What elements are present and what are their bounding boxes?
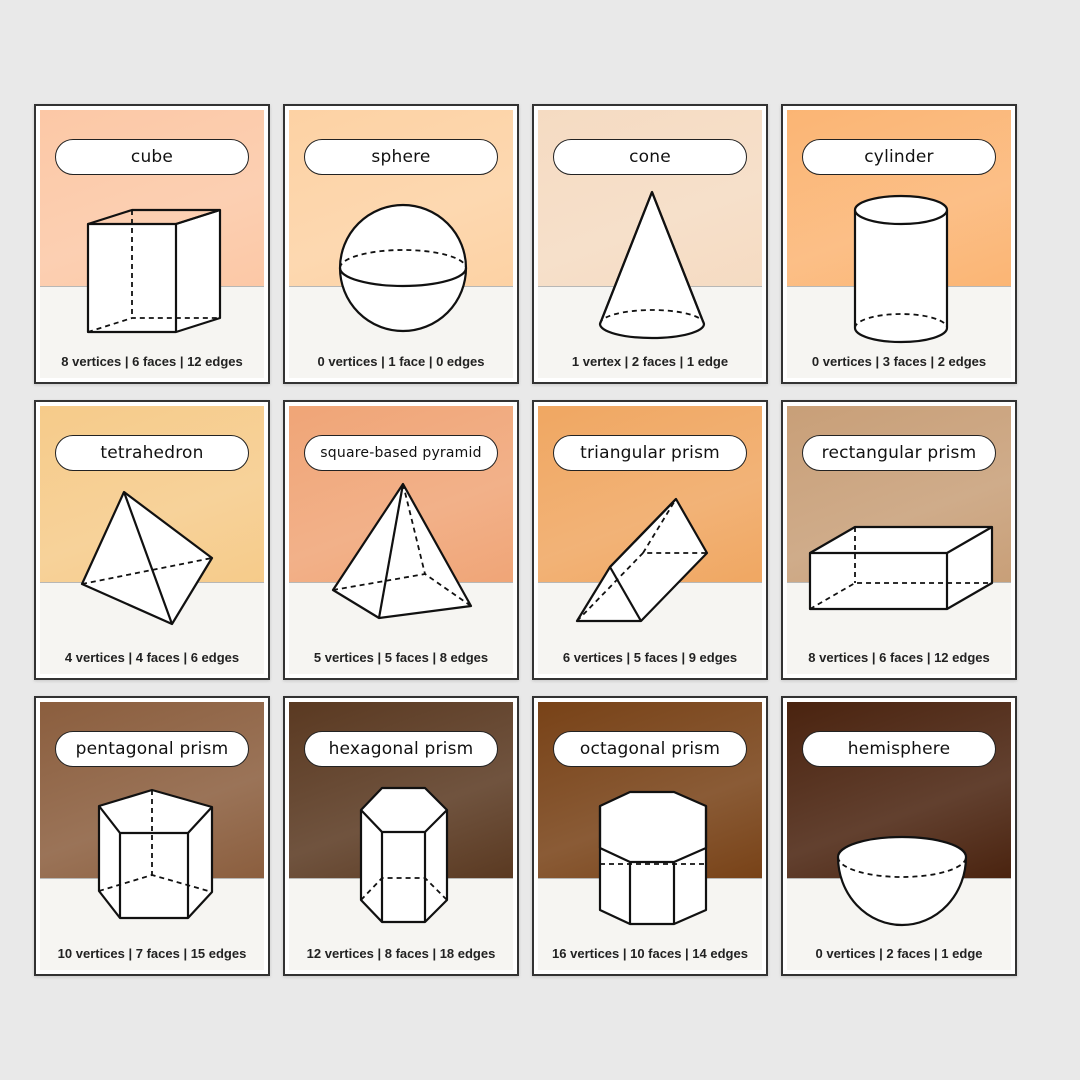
shape-name-label: triangular prism <box>553 435 747 471</box>
shape-properties: 0 vertices | 1 face | 0 edges <box>317 354 485 369</box>
shape-properties: 5 vertices | 5 faces | 8 edges <box>313 650 489 665</box>
flashcard-rectangular-prism: rectangular prism 8 vertices | 6 faces |… <box>781 400 1017 680</box>
pyramid-icon <box>331 482 473 620</box>
triangular-prism-icon <box>575 497 709 623</box>
hexagonal-prism-icon <box>359 786 449 924</box>
shape-properties: 16 vertices | 10 faces | 14 edges <box>552 946 748 961</box>
hemisphere-icon <box>836 835 968 927</box>
shape-properties: 1 vertex | 2 faces | 1 edge <box>571 354 729 369</box>
flashcard-cylinder: cylinder 0 vertices | 3 faces | 2 edges <box>781 104 1017 384</box>
flashcard-tetrahedron: tetrahedron 4 vertices | 4 faces | 6 edg… <box>34 400 270 680</box>
flashcard-triangular-prism: triangular prism 6 vertices | 5 faces | … <box>532 400 768 680</box>
flashcard-cube: cube 8 vertices | 6 faces | 12 edges <box>34 104 270 384</box>
cone-icon <box>598 190 706 340</box>
flashcard-square-based-pyramid: square-based pyramid 5 vertices | 5 face… <box>283 400 519 680</box>
octagonal-prism-icon <box>598 790 708 926</box>
shape-properties: 4 vertices | 4 faces | 6 edges <box>64 650 240 665</box>
shape-name-label: tetrahedron <box>55 435 249 471</box>
pentagonal-prism-icon <box>97 788 214 920</box>
shape-name-label: octagonal prism <box>553 731 747 767</box>
flashcard-sphere: sphere 0 vertices | 1 face | 0 edges <box>283 104 519 384</box>
tetrahedron-icon <box>80 490 214 626</box>
shape-name-label: cone <box>553 139 747 175</box>
rectangular-prism-icon <box>808 525 994 611</box>
sphere-icon <box>338 203 468 333</box>
shape-name-label: rectangular prism <box>802 435 996 471</box>
flashcard-cone: cone 1 vertex | 2 faces | 1 edge <box>532 104 768 384</box>
flashcard-hexagonal-prism: hexagonal prism 12 vertices | 8 faces | … <box>283 696 519 976</box>
shape-properties: 6 vertices | 5 faces | 9 edges <box>562 650 738 665</box>
shape-properties: 0 vertices | 2 faces | 1 edge <box>815 946 983 961</box>
cube-icon <box>86 208 222 334</box>
shape-name-label: cylinder <box>802 139 996 175</box>
shape-properties: 0 vertices | 3 faces | 2 edges <box>811 354 987 369</box>
shape-name-label: sphere <box>304 139 498 175</box>
shape-properties: 8 vertices | 6 faces | 12 edges <box>61 354 243 369</box>
cylinder-icon <box>853 194 949 344</box>
shape-name-label: square-based pyramid <box>304 435 498 471</box>
flashcard-hemisphere: hemisphere 0 vertices | 2 faces | 1 edge <box>781 696 1017 976</box>
shape-name-label: pentagonal prism <box>55 731 249 767</box>
shape-properties: 8 vertices | 6 faces | 12 edges <box>808 650 990 665</box>
flashcard-pentagonal-prism: pentagonal prism 10 vertices | 7 faces |… <box>34 696 270 976</box>
shape-properties: 12 vertices | 8 faces | 18 edges <box>306 946 496 961</box>
shape-name-label: cube <box>55 139 249 175</box>
shape-properties: 10 vertices | 7 faces | 15 edges <box>57 946 247 961</box>
shape-name-label: hexagonal prism <box>304 731 498 767</box>
shape-name-label: hemisphere <box>802 731 996 767</box>
flashcard-octagonal-prism: octagonal prism 16 vertices | 10 faces |… <box>532 696 768 976</box>
